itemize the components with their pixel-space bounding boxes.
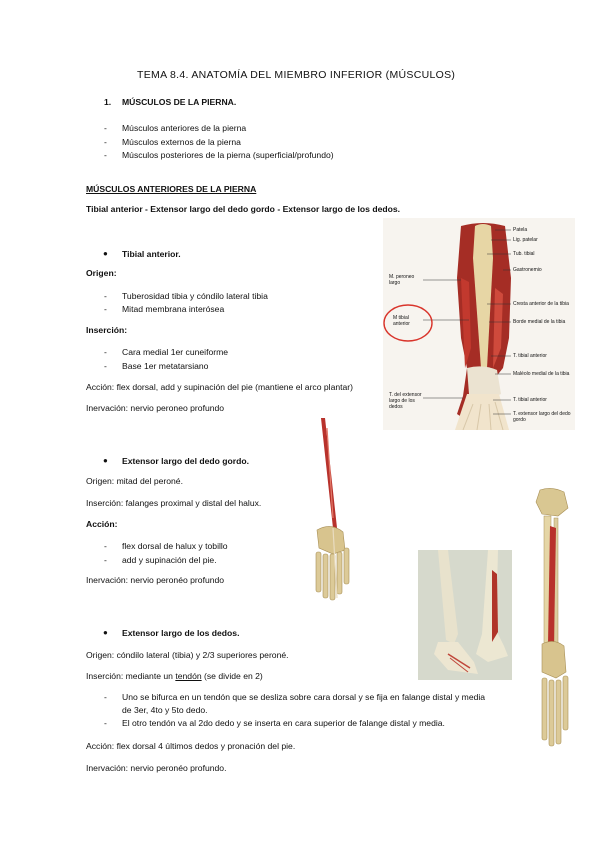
innervation-line: Inervación: nervio peronéo profundo [86,575,225,585]
anterior-leg-illustration [383,218,575,431]
list-item-continuation: de 3er, 4to y 5to dedo. [122,705,208,715]
summary-line: Tibial anterior - Extensor largo del ded… [86,204,401,214]
origin-label: Origen: [86,268,117,278]
figure-label: M tibial anterior [393,315,410,327]
innervation-line: Inervación: nervio peroneo profundo [86,403,225,413]
list-item: Base 1er metatarsiano [122,361,209,371]
list-item: Músculos anteriores de la pierna [122,123,247,133]
muscle-name: Tibial anterior. [122,249,181,259]
list-dash: - [104,304,107,314]
figure-label: Gastronemio [513,267,542,273]
list-item: El otro tendón va al 2do dedo y se inser… [122,718,445,728]
list-dash: - [104,541,107,551]
figure-label: Borde medial de la tibia [513,319,566,325]
innervation-line: Inervación: nervio peronéo profundo. [86,763,227,773]
list-dash: - [104,347,107,357]
list-item: flex dorsal de halux y tobillo [122,541,228,551]
bullet-icon: ● [103,249,108,258]
action-line: Acción: flex dorsal, add y supinación de… [86,382,354,392]
insertion-suffix: (se divide en 2) [201,671,263,681]
figure-label: M. peroneo largo [389,274,415,286]
figure-label: Maléolo medial de la tibia [513,371,570,377]
list-dash: - [104,123,107,133]
figure-label: T. extensor largo del dedo gordo [513,411,571,423]
list-item: Mitad membrana interósea [122,304,225,314]
list-item: Músculos externos de la pierna [122,137,241,147]
list-dash: - [104,361,107,371]
origin-line: Origen: cóndilo lateral (tibia) y 2/3 su… [86,650,289,660]
section-number: 1. [104,97,112,107]
insertion-line: Inserción: mediante un tendón (se divide… [86,671,263,682]
section-heading: MÚSCULOS DE LA PIERNA. [122,97,237,107]
list-dash: - [104,718,107,728]
bullet-icon: ● [103,456,108,465]
figure-label: Lig. patelar [513,237,538,243]
list-dash: - [104,555,107,565]
insertion-line: Inserción: falanges proximal y distal de… [86,498,262,508]
anterior-leg-figure: Patela Lig. patelar Tub. tibial Gastrone… [383,218,575,431]
list-item: add y supinación del pie. [122,555,217,565]
list-dash: - [104,692,107,702]
list-dash: - [104,150,107,160]
action-line: Acción: flex dorsal 4 últimos dedos y pr… [86,741,296,751]
list-item: Cara medial 1er cuneiforme [122,347,229,357]
muscle-name: Extensor largo de los dedos. [122,628,240,638]
list-dash: - [104,137,107,147]
figure-label: Tub. tibial [513,251,535,257]
page-title: TEMA 8.4. ANATOMÍA DEL MIEMBRO INFERIOR … [137,69,456,81]
muscle-name: Extensor largo del dedo gordo. [122,456,250,466]
origin-line: Origen: mitad del peroné. [86,476,183,486]
bullet-icon: ● [103,628,108,637]
list-item: Tuberosidad tibia y cóndilo lateral tibi… [122,291,268,301]
figure-label: T. del extensor largo de los dedos [389,392,422,410]
tendon-link[interactable]: tendón [175,671,202,681]
extensor-hallucis-illustration [315,418,350,601]
action-label: Acción: [86,519,118,529]
figure-label: Cresta anterior de la tibia [513,301,569,307]
list-dash: - [104,291,107,301]
list-item: Músculos posteriores de la pierna (super… [122,150,334,160]
insertion-prefix: Inserción: mediante un [86,671,176,681]
figure-label: Patela [513,227,528,233]
figure-label: T. tibial anterior [513,353,547,359]
extensor-digitorum-render [418,550,512,680]
figure-label: T. tibial anterior [513,397,547,403]
list-item: Uno se bifurca en un tendón que se desli… [122,692,486,702]
insertion-label: Inserción: [86,325,128,335]
subsection-heading: MÚSCULOS ANTERIORES DE LA PIERNA [86,184,257,194]
skeletal-leg-illustration [535,488,569,747]
